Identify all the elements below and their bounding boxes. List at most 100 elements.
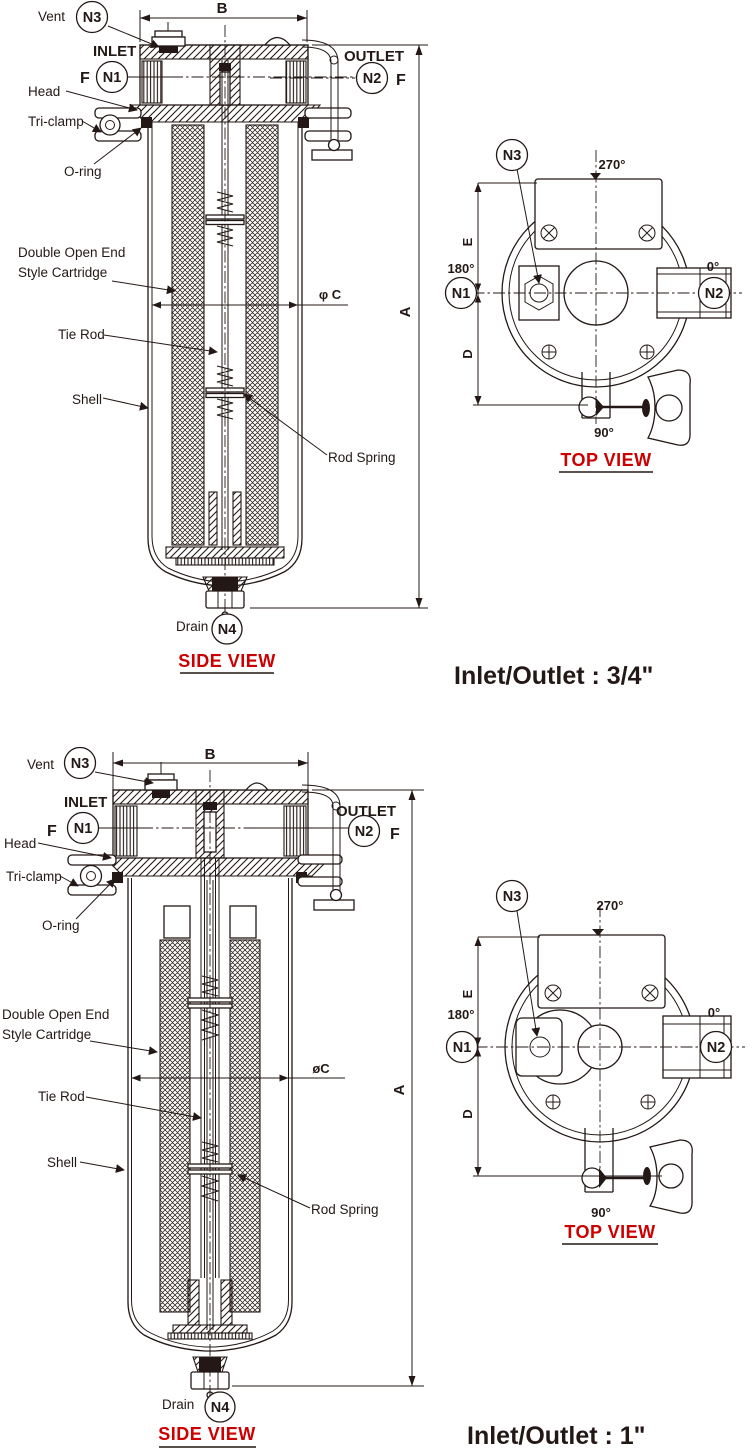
n3-label: N3 [503, 889, 522, 905]
dim-a-label: A [397, 306, 414, 317]
n1-label: N1 [452, 286, 471, 302]
n2-callout: N2 [347, 814, 381, 848]
n2-label: N2 [707, 1040, 726, 1056]
n3-callout: N3 [63, 746, 97, 780]
dim-d-label: D [460, 349, 475, 358]
vent-label: Vent [27, 757, 54, 772]
n4-callout: N4 [211, 613, 243, 645]
tri-clamp-left [94, 107, 142, 142]
bottom-guide-left [208, 491, 218, 546]
top-view-title-2: TOP VIEW [564, 1222, 655, 1242]
clamp-handle [643, 1139, 693, 1214]
bottom-screws [545, 1094, 656, 1110]
clamp-plate [534, 173, 663, 250]
deg-180-label: 180° [448, 1007, 475, 1022]
n1-label: N1 [453, 1040, 472, 1056]
outlet-threads [285, 60, 307, 104]
dimension-b: B [139, 0, 308, 42]
cartridge-label-2: Style Cartridge [18, 265, 107, 280]
top-view-title-1: TOP VIEW [560, 450, 651, 470]
dimension-e-d: E D [460, 936, 662, 1177]
plug-boss [263, 36, 292, 46]
inlet-threads [141, 60, 163, 104]
n4-callout: N4 [204, 1391, 236, 1423]
cartridge-label-1: Double Open End [18, 245, 125, 260]
bottom-guide-right [232, 491, 242, 546]
n1-callout: N1 [444, 276, 478, 310]
head-label: Head [28, 84, 60, 99]
dim-c-label: øC [312, 1061, 330, 1076]
dim-b-label: B [205, 746, 216, 763]
cartridge-label-2: Style Cartridge [2, 1027, 91, 1042]
side-view-title-2: SIDE VIEW [158, 1424, 256, 1444]
dim-d-label: D [460, 1109, 475, 1118]
side-view-1: B A φ C Vent N3 INLET F N1 OUTL [18, 0, 428, 674]
n1-callout: N1 [95, 60, 129, 94]
cartridge-right-column [229, 939, 261, 1313]
f-outlet-label: F [396, 72, 406, 89]
tri-clamp-right [301, 39, 353, 161]
side-view-title-1: SIDE VIEW [178, 651, 276, 671]
head-flange [103, 857, 332, 877]
n4-label: N4 [211, 1400, 230, 1416]
rod-spring-label: Rod Spring [328, 450, 396, 465]
drain-tab [581, 1128, 650, 1193]
o-ring-left [112, 872, 123, 883]
top-view-1: E D N3 270° 180° 0° 90° N1 N2 TOP VIEW [444, 138, 742, 473]
deg-270-label: 270° [597, 898, 624, 913]
f-outlet-label: F [390, 826, 400, 843]
tie-rod-label: Tie Rod [38, 1089, 85, 1104]
bottom-guide-right [220, 1279, 233, 1326]
n3-label: N3 [71, 756, 90, 772]
clamp-plate [537, 929, 666, 1009]
cartridge-label-1: Double Open End [2, 1007, 109, 1022]
tri-clamp-left [67, 854, 117, 896]
deg-180-label: 180° [448, 261, 475, 276]
top-view-2: E D N3 270° 180° 0° 90° N1 N2 TOP VIEW [445, 879, 745, 1245]
n1-label: N1 [103, 70, 122, 86]
n1-callout: N1 [445, 1030, 479, 1064]
dim-c-label: φ C [319, 287, 342, 302]
deg-270-label: 270° [599, 157, 626, 172]
n3-callout: N3 [495, 138, 529, 172]
f-inlet-label: F [47, 823, 57, 840]
deg-0-label: 0° [707, 259, 719, 274]
outlet-label: OUTLET [336, 803, 396, 820]
head-label: Head [4, 836, 36, 851]
bottom-screws [541, 344, 655, 360]
n3-callout: N3 [495, 879, 529, 913]
o-ring-label: O-ring [64, 164, 102, 179]
cartridge-right-column [245, 124, 279, 546]
dimension-b: B [112, 746, 309, 790]
n2-callout: N2 [355, 61, 389, 95]
dimension-e-d: E D [460, 182, 588, 406]
n2-label: N2 [363, 71, 382, 87]
caption-size-1: Inlet/Outlet : 3/4" [454, 662, 653, 690]
cartridge-adapter-left [163, 905, 191, 939]
n1-label: N1 [74, 821, 93, 837]
n3-callout: N3 [75, 0, 109, 34]
vent-bolt [144, 762, 270, 798]
n2-callout: N2 [699, 1030, 733, 1064]
deg-90-label: 90° [591, 1205, 611, 1220]
tri-clamp-label: Tri-clamp [28, 114, 84, 129]
f-inlet-label: F [80, 70, 90, 87]
vent-label: Vent [38, 9, 65, 24]
inlet-threads [114, 805, 138, 857]
dim-b-label: B [217, 0, 228, 17]
n1-callout: N1 [66, 811, 100, 845]
drain-label: Drain [162, 1397, 194, 1412]
vent-bolt [151, 22, 292, 53]
caption-size-2: Inlet/Outlet : 1" [467, 1422, 646, 1450]
o-ring-left [141, 117, 152, 128]
drain-label: Drain [176, 619, 208, 634]
n3-leader [516, 168, 542, 284]
o-ring-right [298, 117, 309, 128]
dimension-c: øC [131, 1061, 345, 1082]
side-view-2: B A øC Vent N3 INLET F N1 OUTLE [2, 746, 424, 1448]
clamp-handle [642, 369, 691, 446]
leader-lines [37, 771, 347, 1209]
bottom-guide-left [187, 1279, 200, 1326]
